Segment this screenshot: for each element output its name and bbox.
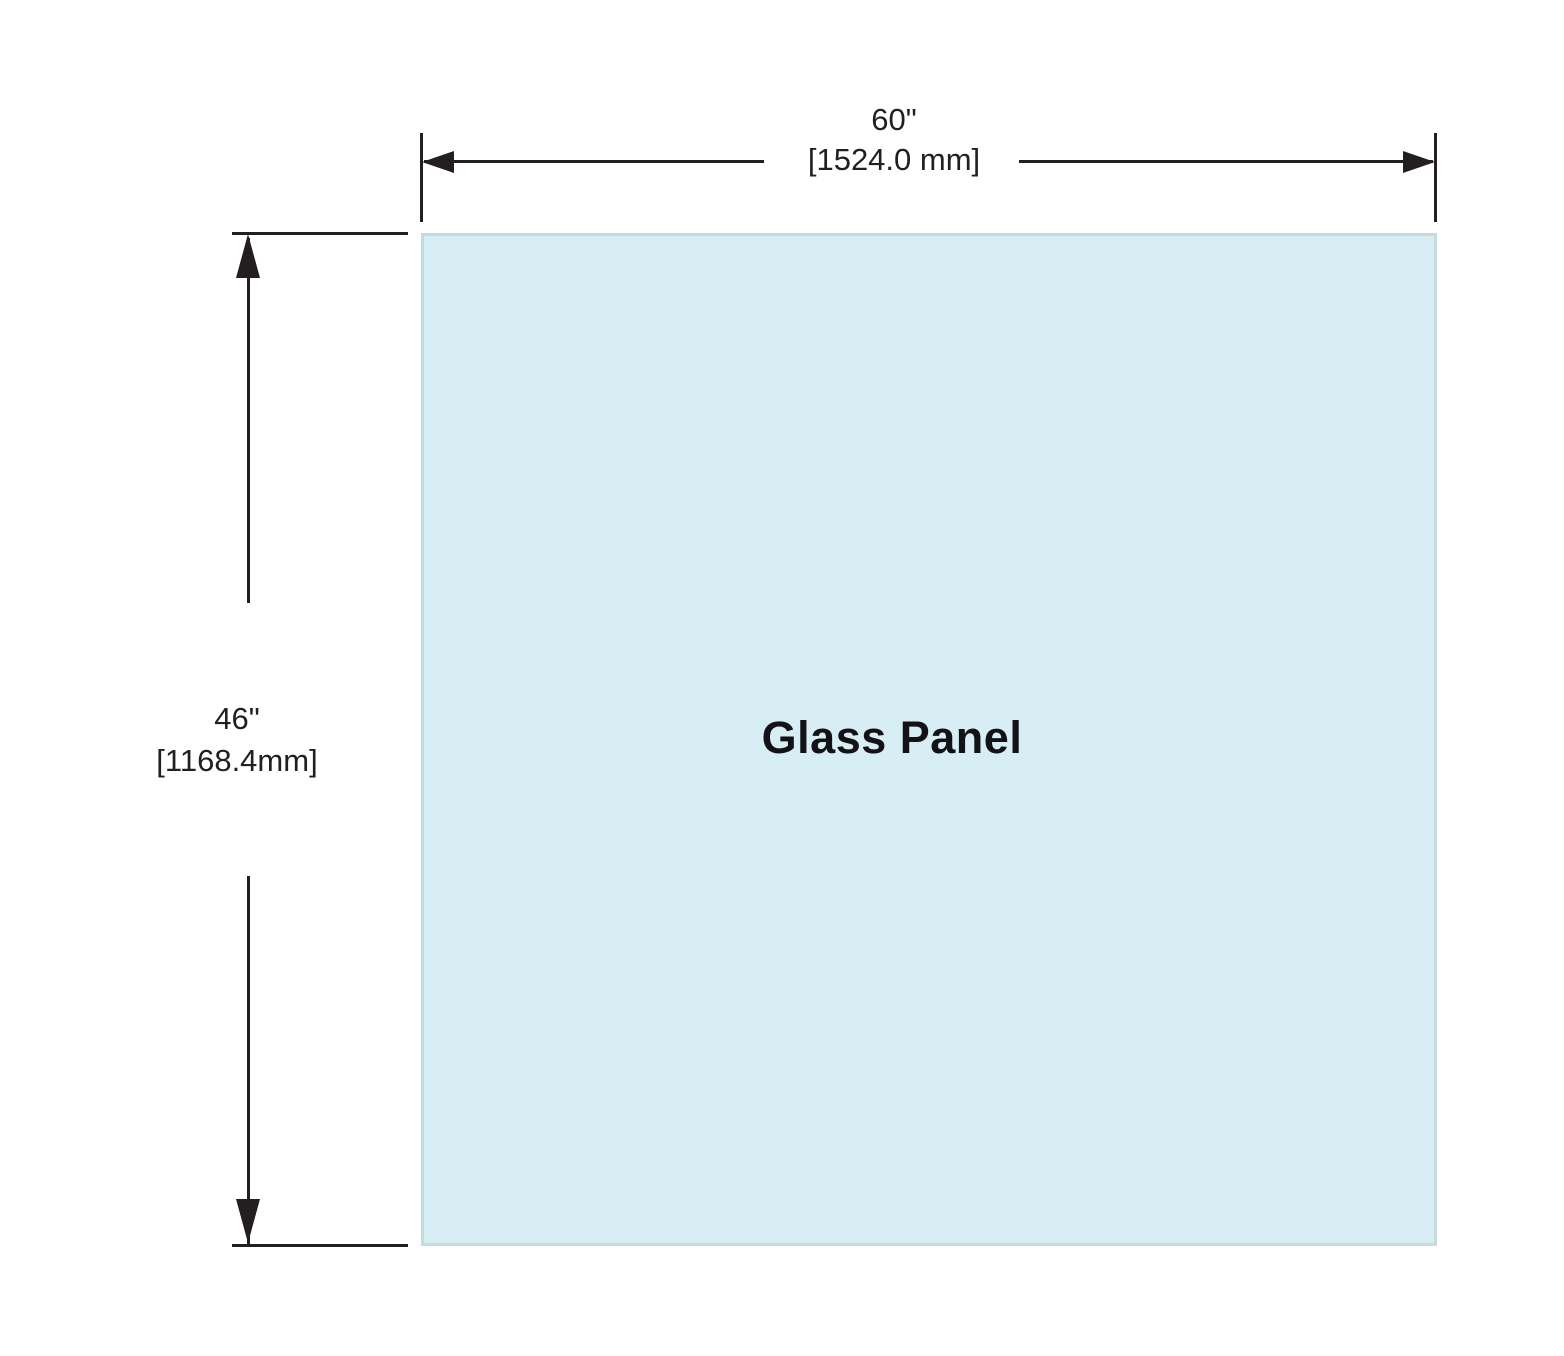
glass-panel-label: Glass Panel bbox=[761, 712, 1023, 763]
height-dimension-line-top-segment bbox=[247, 238, 250, 603]
width-dimension-line-left-segment bbox=[424, 160, 764, 163]
width-arrowhead-left-icon bbox=[422, 151, 454, 173]
width-dimension-mm: [1524.0 mm] bbox=[807, 142, 981, 177]
height-dimension-label: 46" [1168.4mm] bbox=[117, 698, 357, 782]
width-dimension-line-right-segment bbox=[1019, 160, 1433, 163]
height-extension-line-top bbox=[232, 232, 408, 235]
width-dimension-inches: 60" bbox=[871, 102, 917, 137]
width-extension-line-left bbox=[420, 133, 423, 222]
height-dimension-mm: [1168.4mm] bbox=[156, 743, 318, 778]
height-dimension-inches: 46" bbox=[214, 701, 260, 736]
height-dimension-line-bottom-segment bbox=[247, 876, 250, 1244]
height-arrowhead-top-icon bbox=[236, 234, 260, 278]
width-dimension-label: 60" [1524.0 mm] bbox=[764, 100, 1024, 180]
height-extension-line-bottom bbox=[232, 1244, 408, 1247]
glass-panel bbox=[421, 233, 1437, 1246]
width-extension-line-right bbox=[1434, 133, 1437, 222]
height-arrowhead-bottom-icon bbox=[236, 1199, 260, 1243]
width-arrowhead-right-icon bbox=[1403, 151, 1435, 173]
